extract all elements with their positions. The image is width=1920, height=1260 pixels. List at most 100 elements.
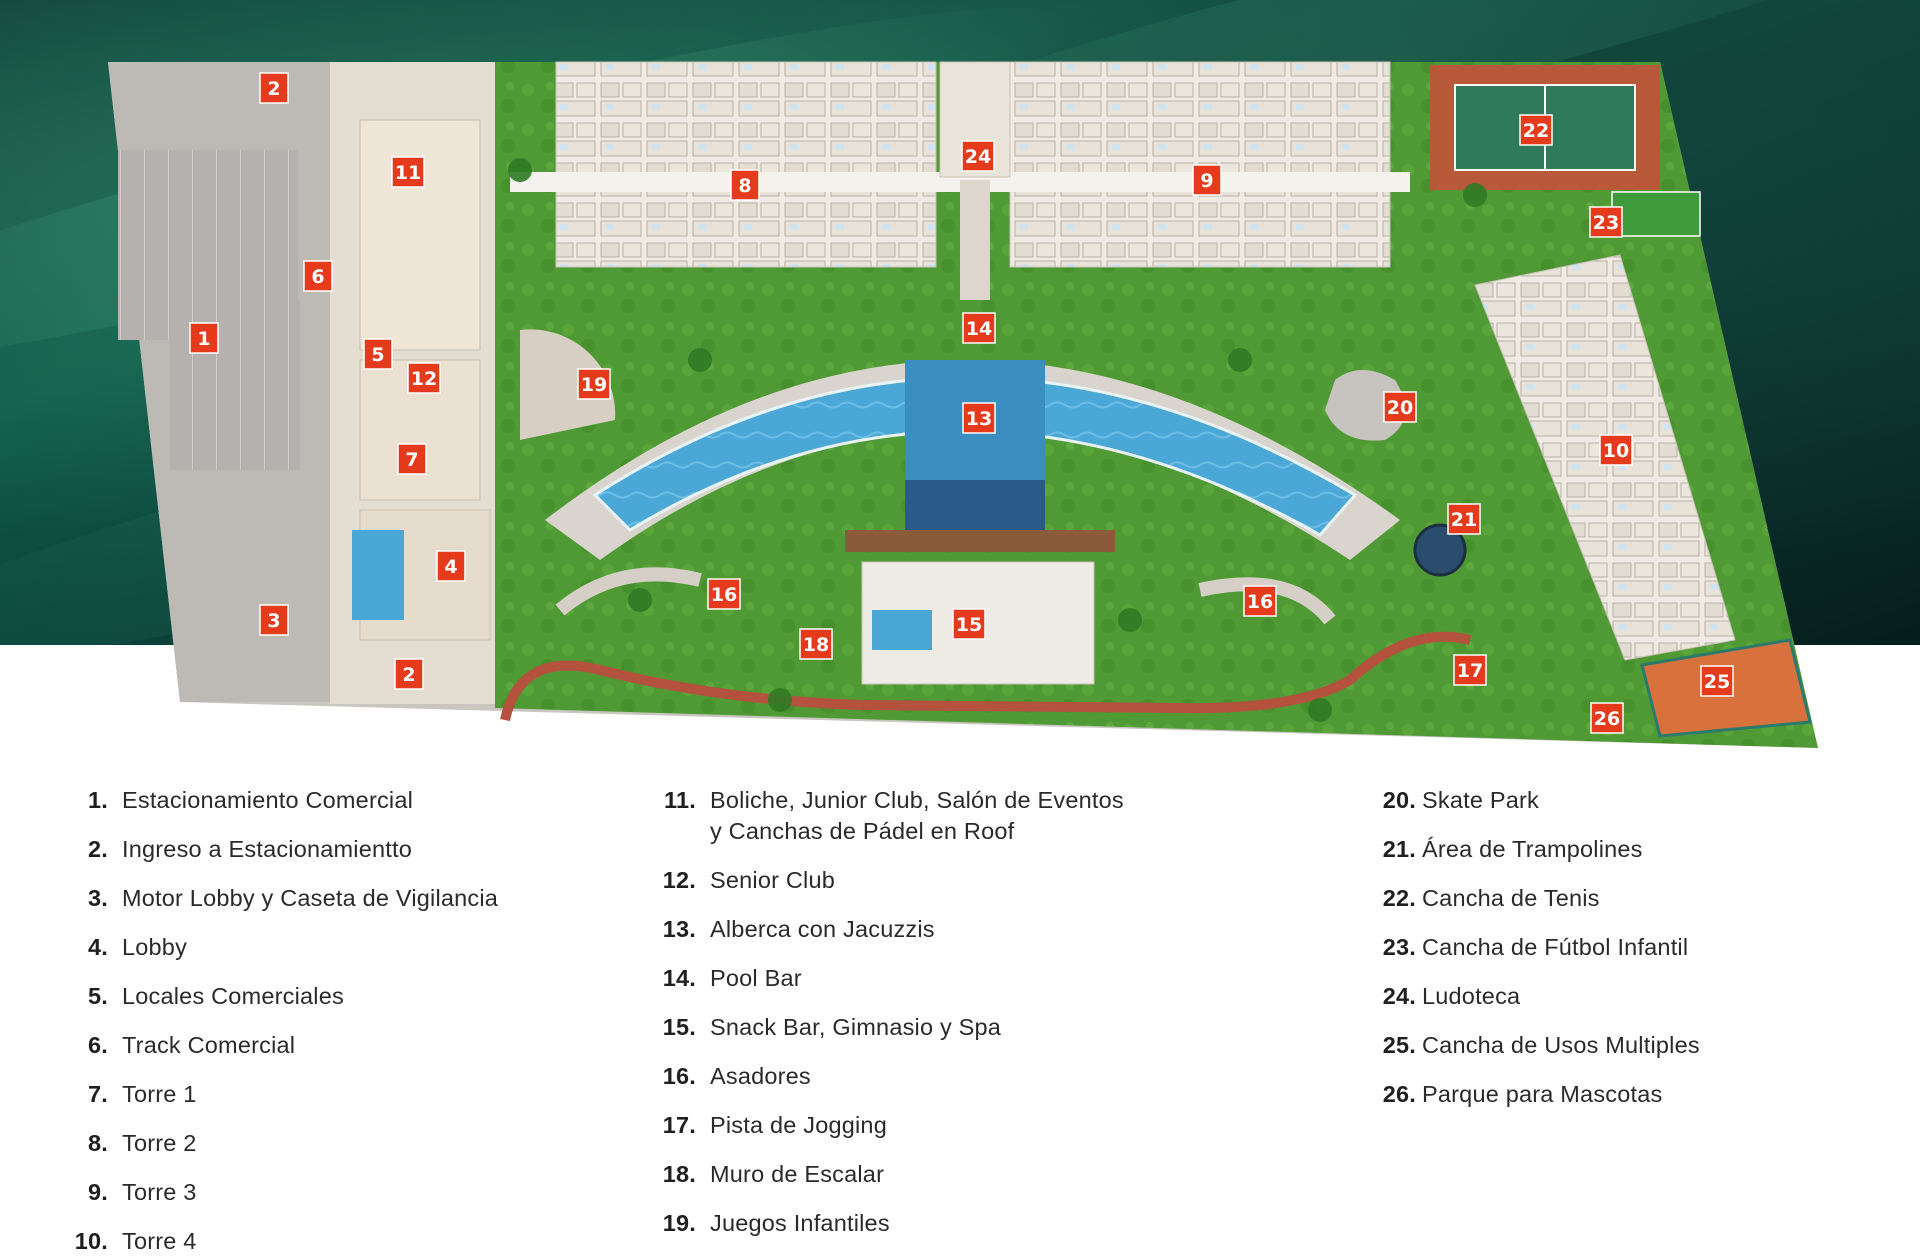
legend-label: Cancha de Usos Multiples <box>1422 1032 1700 1058</box>
legend-label: Torre 3 <box>122 1179 197 1205</box>
palm-tree <box>1308 698 1332 722</box>
legend-item: 10.Torre 4 <box>66 1226 498 1257</box>
marker-label: 15 <box>956 614 982 636</box>
legend-label: Track Comercial <box>122 1032 296 1058</box>
map-marker-25: 25 <box>1700 665 1734 697</box>
marker-label: 13 <box>966 408 992 430</box>
marker-label: 1 <box>197 328 210 350</box>
marker-label: 12 <box>411 368 437 390</box>
legend-label: Muro de Escalar <box>710 1161 885 1187</box>
legend-item: 9. Torre 3 <box>66 1177 498 1208</box>
marker-box <box>1243 585 1277 617</box>
legend-label: Cancha de Tenis <box>1422 885 1600 911</box>
marker-box <box>1599 434 1633 466</box>
map-marker-5: 5 <box>363 338 393 370</box>
playground-area <box>520 329 616 440</box>
legend-item: 11.Boliche, Junior Club, Salón de Evento… <box>652 785 1124 847</box>
palm-tree <box>768 688 792 712</box>
legend-number: 19. <box>662 1210 696 1236</box>
legend-item: 24.Ludoteca <box>1372 981 1700 1012</box>
legend-label: Skate Park <box>1422 787 1539 813</box>
marker-box <box>1447 503 1481 535</box>
legend-item: 22.Cancha de Tenis <box>1372 883 1700 914</box>
palm-tree <box>1228 348 1252 372</box>
marker-label: 25 <box>1704 671 1730 693</box>
map-marker-9: 9 <box>1192 164 1222 196</box>
jogging-track <box>500 631 1472 722</box>
legend-item: 8.Torre 2 <box>66 1128 498 1159</box>
walkway <box>960 180 990 300</box>
legend-item: 14.Pool Bar <box>652 963 1124 994</box>
map-marker-21: 21 <box>1447 503 1481 535</box>
legend-label: Lobby <box>122 934 188 960</box>
marker-box <box>397 443 427 475</box>
legend-number: 11. <box>664 787 696 813</box>
legend-number: 6. <box>88 1032 108 1058</box>
marker-box <box>189 322 219 354</box>
map-marker-16: 16 <box>1243 585 1277 617</box>
legend-item: 2. Ingreso a Estacionamientto <box>66 834 498 865</box>
marker-label: 23 <box>1593 212 1619 234</box>
marker-box <box>303 260 333 292</box>
legend-number: 13. <box>662 916 696 942</box>
legend-number: 16. <box>662 1063 696 1089</box>
marker-label: 19 <box>581 374 607 396</box>
legend-item: 25.Cancha de Usos Multiples <box>1372 1030 1700 1061</box>
legend-label: Juegos Infantiles <box>710 1210 890 1236</box>
legend-number: 1. <box>88 787 108 813</box>
legend-label: Pista de Jogging <box>710 1112 887 1138</box>
legend-number: 26. <box>1382 1081 1416 1107</box>
legend-item: 21.Área de Trampolines <box>1372 834 1700 865</box>
marker-label: 6 <box>311 266 324 288</box>
legend-item: 26.Parque para Mascotas <box>1372 1079 1700 1110</box>
marker-label: 26 <box>1594 708 1620 730</box>
marker-label: 16 <box>711 584 737 606</box>
marker-label: 5 <box>371 344 384 366</box>
legend-number: 25. <box>1382 1032 1416 1058</box>
pool-deck <box>545 360 1400 560</box>
palm-tree <box>628 588 652 612</box>
map-marker-7: 7 <box>397 443 427 475</box>
marker-box <box>707 578 741 610</box>
legend-number: 9. <box>88 1179 108 1205</box>
marker-box <box>799 628 833 660</box>
marker-label: 16 <box>1247 591 1273 613</box>
map-marker-16: 16 <box>707 578 741 610</box>
legend-label: Torre 4 <box>122 1228 197 1254</box>
map-marker-22: 22 <box>1519 114 1553 146</box>
map-marker-10: 10 <box>1599 434 1633 466</box>
legend-item: 13.Alberca con Jacuzzis <box>652 914 1124 945</box>
map-marker-13: 13 <box>962 402 996 434</box>
tower-2-building <box>555 61 937 268</box>
legend-label: Ludoteca <box>1422 983 1521 1009</box>
marker-box <box>407 362 441 394</box>
legend-item: 7.Torre 1 <box>66 1079 498 1110</box>
legend-number: 2. <box>88 836 108 862</box>
marker-label: 2 <box>267 78 280 100</box>
legend-number: 21. <box>1382 836 1416 862</box>
main-pool <box>592 376 1358 537</box>
marker-label: 24 <box>965 146 991 168</box>
legend-number: 24. <box>1382 983 1416 1009</box>
legend-label: Senior Club <box>710 867 835 893</box>
map-marker-2: 2 <box>259 72 289 104</box>
palm-tree <box>688 348 712 372</box>
marker-box <box>436 550 466 582</box>
map-marker-23: 23 <box>1589 206 1623 238</box>
legend-item: 3.Motor Lobby y Caseta de Vigilancia <box>66 883 498 914</box>
marker-box <box>577 368 611 400</box>
marker-label: 7 <box>405 449 418 471</box>
marker-box <box>1519 114 1553 146</box>
marker-label: 22 <box>1523 120 1549 142</box>
marker-box <box>1453 654 1487 686</box>
legend-number: 3. <box>88 885 108 911</box>
marker-label: 20 <box>1387 397 1413 419</box>
map-marker-3: 3 <box>259 604 289 636</box>
legend-number: 20. <box>1382 787 1416 813</box>
map-marker-15: 15 <box>952 608 986 640</box>
legend-label: Ingreso a Estacionamientto <box>122 836 412 862</box>
garden-path <box>555 567 702 616</box>
